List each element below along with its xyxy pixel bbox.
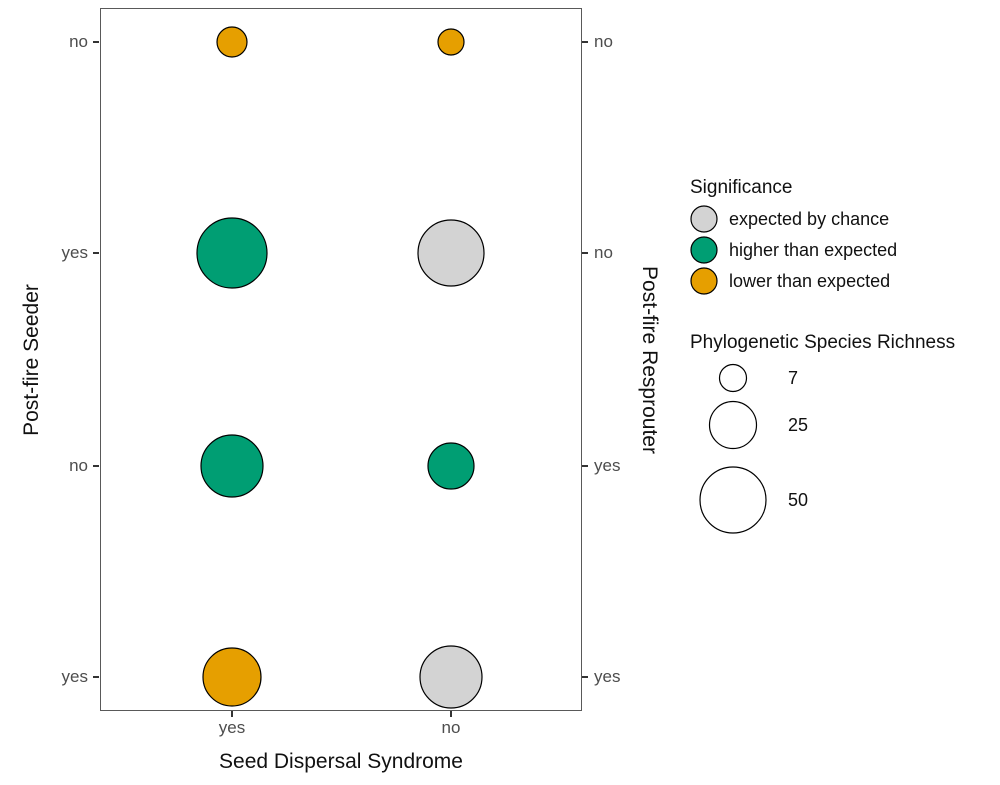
tick-right-3 bbox=[582, 465, 588, 467]
bubble-dispersal-no-row2 bbox=[417, 219, 485, 287]
y-right-tick-4: yes bbox=[594, 667, 621, 686]
color-legend-label-lower: lower than expected bbox=[729, 271, 891, 291]
x-tick-no: no bbox=[441, 718, 461, 737]
size-key-7 bbox=[718, 363, 748, 393]
x-axis-title: Seed Dispersal Syndrome bbox=[219, 750, 463, 773]
y-axis-title-right: Post-fire Resprouter bbox=[638, 266, 661, 454]
size-legend-label-7: 7 bbox=[788, 368, 799, 388]
size-legend-label-25: 25 bbox=[788, 415, 809, 435]
legend-key-expected-by-chance bbox=[690, 205, 718, 233]
bubble-dispersal-yes-row3 bbox=[200, 434, 264, 498]
y-left-tick-2: yes bbox=[61, 243, 88, 262]
color-legend-label-higher: higher than expected bbox=[729, 240, 898, 260]
legend-key-higher-than-expected bbox=[690, 236, 718, 264]
bubble-dispersal-yes-row1 bbox=[216, 26, 248, 58]
tick-bottom-yes bbox=[231, 711, 233, 717]
tick-right-2 bbox=[582, 252, 588, 254]
tick-left-1 bbox=[93, 41, 99, 43]
bubble-dispersal-no-row4 bbox=[419, 645, 483, 709]
bubble-dispersal-yes-row4 bbox=[202, 647, 262, 707]
bubble-dispersal-no-row3 bbox=[427, 442, 475, 490]
size-legend-label-50: 50 bbox=[788, 490, 809, 510]
bubble-dispersal-no-row1 bbox=[437, 28, 465, 56]
color-legend-title: Significance bbox=[690, 177, 793, 198]
y-left-tick-3: no bbox=[69, 456, 88, 475]
y-right-tick-2: no bbox=[594, 243, 613, 262]
tick-right-1 bbox=[582, 41, 588, 43]
bubble-dispersal-yes-row2 bbox=[196, 217, 268, 289]
y-left-tick-4: yes bbox=[61, 667, 88, 686]
tick-left-3 bbox=[93, 465, 99, 467]
tick-left-2 bbox=[93, 252, 99, 254]
y-right-tick-1: no bbox=[594, 32, 613, 51]
y-left-tick-1: no bbox=[69, 32, 88, 51]
plot-panel bbox=[100, 8, 582, 711]
x-tick-yes: yes bbox=[218, 718, 246, 737]
tick-left-4 bbox=[93, 676, 99, 678]
tick-bottom-no bbox=[450, 711, 452, 717]
size-key-25 bbox=[708, 400, 758, 450]
y-right-tick-3: yes bbox=[594, 456, 621, 475]
legend-key-lower-than-expected bbox=[690, 267, 718, 295]
size-key-50 bbox=[699, 466, 767, 534]
tick-right-4 bbox=[582, 676, 588, 678]
size-legend-title: Phylogenetic Species Richness bbox=[690, 332, 956, 353]
color-legend-label-expected: expected by chance bbox=[729, 209, 890, 229]
y-axis-title-left: Post-fire Seeder bbox=[20, 284, 43, 436]
